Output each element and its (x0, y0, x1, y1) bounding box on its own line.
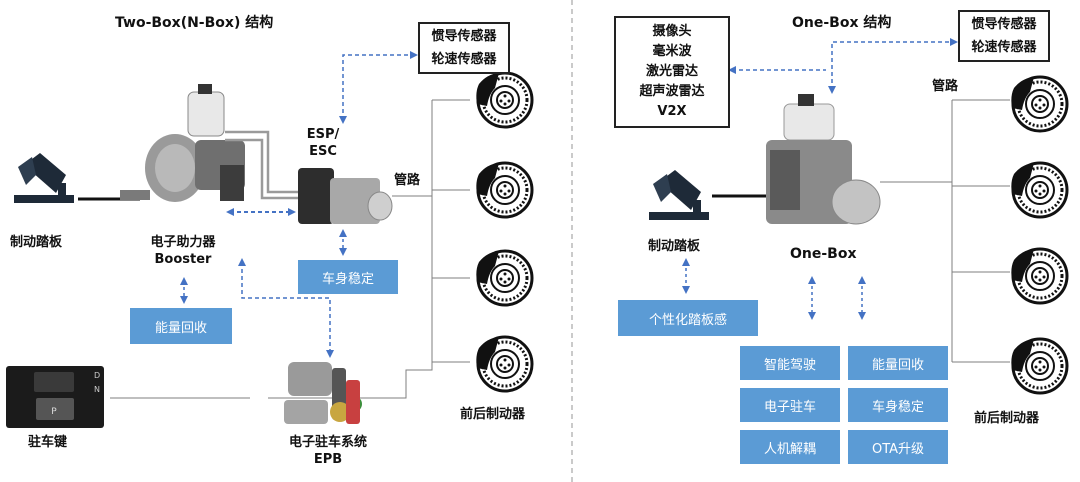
sensor-label: 轮速传感器 (431, 52, 497, 67)
brake-disc-icon (1009, 247, 1069, 305)
sensor-label: 惯导传感器 (971, 17, 1037, 32)
left-sensor-box: 惯导传感器 轮速传感器 (418, 22, 510, 74)
right-pipe-label: 管路 (932, 79, 959, 94)
brake-disc-icon (1009, 161, 1069, 219)
perception-item: 摄像头 (652, 24, 692, 39)
brake-disc-icon (474, 249, 534, 307)
sensor-label: 轮速传感器 (971, 40, 1037, 55)
right-brakes-label: 前后制动器 (974, 411, 1040, 426)
left-pipe-label: 管路 (394, 173, 421, 188)
perception-item: 毫米波 (652, 44, 692, 59)
parking-key-icon: P D N (6, 366, 104, 428)
function-box: 人机解耦 (740, 430, 840, 464)
brake-disc-icon (1009, 75, 1069, 133)
epb-motor-icon (284, 362, 362, 424)
brake-disc-icon (474, 335, 534, 393)
brake-pedal-icon (14, 153, 74, 203)
brake-disc-icon (474, 161, 534, 219)
function-box: 车身稳定 (848, 388, 948, 422)
function-box: 能量回收 (848, 346, 948, 380)
right-sensor-box: 惯导传感器 轮速传感器 (958, 10, 1050, 62)
right-pedal-label: 制动踏板 (648, 239, 701, 254)
parking-key-label: 驻车键 (28, 435, 68, 450)
left-pedal-label: 制动踏板 (10, 235, 63, 250)
esp-label: ESP/ ESC (306, 127, 340, 159)
booster-device-icon (120, 84, 245, 202)
booster-label: 电子助力器 Booster (150, 235, 216, 267)
brake-disc-icon (1009, 337, 1069, 395)
svg-text:D: D (94, 371, 100, 380)
perception-item: V2X (657, 104, 687, 119)
onebox-device-icon (766, 94, 881, 225)
perception-item: 激光雷达 (645, 64, 698, 79)
pedal-feel-box: 个性化踏板感 (618, 300, 758, 336)
esp-module-icon (298, 168, 393, 224)
brake-pedal-icon (649, 170, 709, 220)
sensor-label: 惯导传感器 (431, 29, 497, 44)
function-box: 智能驾驶 (740, 346, 840, 380)
brake-disc-icon (474, 71, 534, 129)
perception-sensors-box: 摄像头 毫米波 激光雷达 超声波雷达 V2X (614, 16, 730, 128)
svg-text:P: P (51, 407, 57, 417)
right-title: One-Box 结构 (792, 15, 892, 31)
epb-label: 电子驻车系统 EPB (288, 435, 367, 467)
svg-text:N: N (94, 385, 100, 394)
energy-recovery-box: 能量回收 (130, 308, 232, 344)
onebox-label: One-Box (790, 246, 857, 262)
perception-item: 超声波雷达 (639, 84, 705, 99)
function-box: OTA升级 (848, 430, 948, 464)
left-brakes-label: 前后制动器 (460, 407, 526, 422)
stability-box: 车身稳定 (298, 260, 398, 294)
function-box: 电子驻车 (740, 388, 840, 422)
left-title: Two-Box(N-Box) 结构 (115, 15, 274, 31)
